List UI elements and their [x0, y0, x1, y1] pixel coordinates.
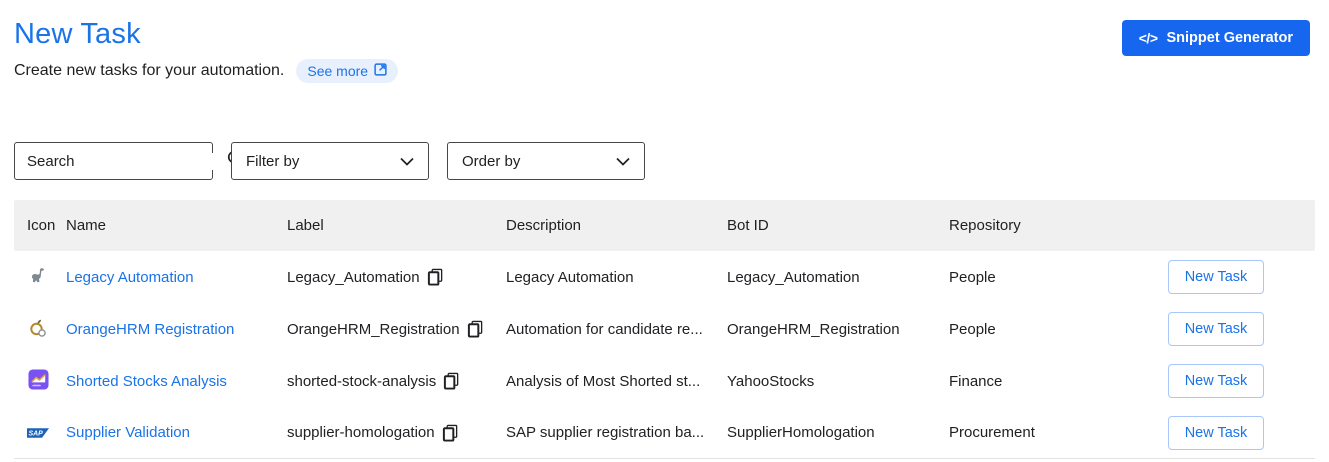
- table-controls: Filter by Order by: [14, 142, 1315, 180]
- see-more-label: See more: [307, 63, 369, 79]
- table-header-row: Icon Name Label Description Bot ID Repos…: [14, 200, 1315, 251]
- copy-icon[interactable]: [443, 372, 460, 390]
- task-name-link[interactable]: OrangeHRM Registration: [66, 320, 235, 338]
- task-repository: People: [949, 320, 996, 338]
- code-icon: </>: [1138, 30, 1158, 46]
- task-label: supplier-homologation: [287, 424, 435, 441]
- task-name-link[interactable]: Legacy Automation: [66, 268, 194, 286]
- column-header-description: Description: [506, 217, 582, 234]
- task-bot-id: OrangeHRM_Registration: [727, 320, 900, 338]
- task-description: Analysis of Most Shorted st...: [506, 372, 701, 390]
- svg-text:SAP: SAP: [28, 430, 43, 437]
- column-header-label: Label: [287, 217, 324, 234]
- tasks-table: Icon Name Label Description Bot ID Repos…: [14, 200, 1315, 459]
- table-row: Legacy Automation Legacy_Automation Lega…: [14, 251, 1315, 303]
- task-repository: Finance: [949, 372, 1003, 390]
- new-task-button[interactable]: New Task: [1168, 415, 1264, 450]
- see-more-link[interactable]: See more: [296, 59, 399, 83]
- page-title: New Task: [14, 18, 141, 50]
- table-row: Shorted Stocks Analysis shorted-stock-an…: [14, 355, 1315, 407]
- new-task-button[interactable]: New Task: [1168, 364, 1264, 398]
- dinosaur-icon: [27, 265, 49, 287]
- task-label: shorted-stock-analysis: [287, 372, 437, 390]
- chevron-down-icon: [616, 153, 630, 170]
- snippet-generator-button[interactable]: </> Snippet Generator: [1121, 20, 1310, 56]
- snippet-generator-label: Snippet Generator: [1166, 30, 1294, 46]
- task-bot-id: SupplierHomologation: [727, 424, 875, 441]
- copy-icon[interactable]: [467, 320, 484, 338]
- table-row: OrangeHRM Registration OrangeHRM_Registr…: [14, 303, 1315, 355]
- order-by-dropdown[interactable]: Order by: [447, 142, 645, 180]
- task-name-link[interactable]: Supplier Validation: [66, 424, 190, 441]
- column-header-repository: Repository: [949, 217, 1021, 234]
- table-row: SAP Supplier Validation supplier-homolog…: [14, 407, 1315, 459]
- copy-icon[interactable]: [427, 268, 444, 286]
- sap-logo-icon: SAP: [27, 422, 49, 444]
- order-by-label: Order by: [462, 152, 521, 170]
- task-name-link[interactable]: Shorted Stocks Analysis: [66, 372, 227, 390]
- search-box[interactable]: [14, 142, 243, 180]
- task-bot-id: Legacy_Automation: [727, 268, 860, 286]
- copy-icon[interactable]: [442, 424, 459, 442]
- task-description: Automation for candidate re...: [506, 320, 703, 338]
- column-header-bot-id: Bot ID: [727, 217, 769, 234]
- task-label: OrangeHRM_Registration: [287, 320, 460, 338]
- task-bot-id: YahooStocks: [727, 372, 815, 390]
- search-input[interactable]: [27, 152, 226, 170]
- orange-fruit-icon: [27, 317, 49, 339]
- stocks-chart-icon: [27, 368, 49, 390]
- filter-by-label: Filter by: [246, 152, 300, 170]
- column-header-icon: Icon: [27, 217, 56, 234]
- column-header-name: Name: [66, 217, 107, 234]
- task-label: Legacy_Automation: [287, 268, 420, 286]
- task-repository: People: [949, 268, 996, 286]
- task-description: Legacy Automation: [506, 268, 634, 286]
- new-task-button[interactable]: New Task: [1168, 260, 1264, 294]
- external-link-icon: [374, 63, 387, 79]
- task-repository: Procurement: [949, 424, 1035, 441]
- filter-by-dropdown[interactable]: Filter by: [231, 142, 429, 180]
- chevron-down-icon: [400, 153, 414, 170]
- page-subtitle: Create new tasks for your automation.: [14, 62, 285, 79]
- new-task-button[interactable]: New Task: [1168, 312, 1264, 346]
- task-description: SAP supplier registration ba...: [506, 424, 705, 441]
- page-header: New Task Create new tasks for your autom…: [14, 0, 1315, 83]
